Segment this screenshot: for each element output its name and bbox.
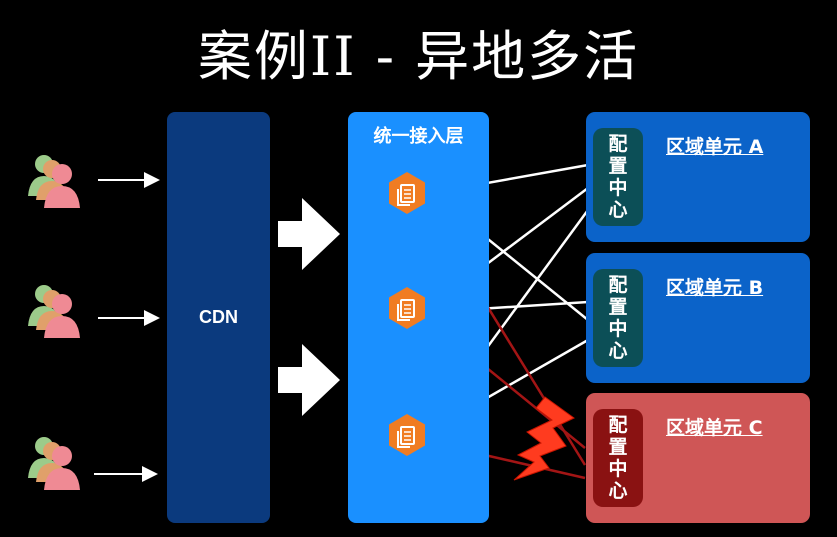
user-group-icon [28,155,80,208]
user-group-icon [28,285,80,338]
diagram-title: 案例II - 异地多活 [197,25,640,88]
region-unit-c: 配置中心 区域单元 C [586,393,810,523]
document-node-icon [389,414,425,456]
region-unit-a: 配置中心 区域单元 A [586,112,810,242]
right-arrow-icon [278,344,340,416]
region-title: 区域单元 C [666,417,763,439]
cdn-block: CDN [167,112,270,523]
region-unit-b: 配置中心 区域单元 B [586,253,810,383]
lightning-bolt-icon [513,396,575,481]
config-center: 配置中心 [593,269,643,367]
config-center: 配置中心 [593,409,643,507]
user-group-icon [28,437,80,490]
right-arrow-icon [278,198,340,270]
document-node-icon [389,287,425,329]
config-center: 配置中心 [593,128,643,226]
document-node-icon [389,172,425,214]
region-title: 区域单元 A [666,136,764,158]
cdn-label: CDN [199,307,238,327]
access-layer-label: 统一接入层 [373,126,464,147]
region-title: 区域单元 B [666,277,764,299]
